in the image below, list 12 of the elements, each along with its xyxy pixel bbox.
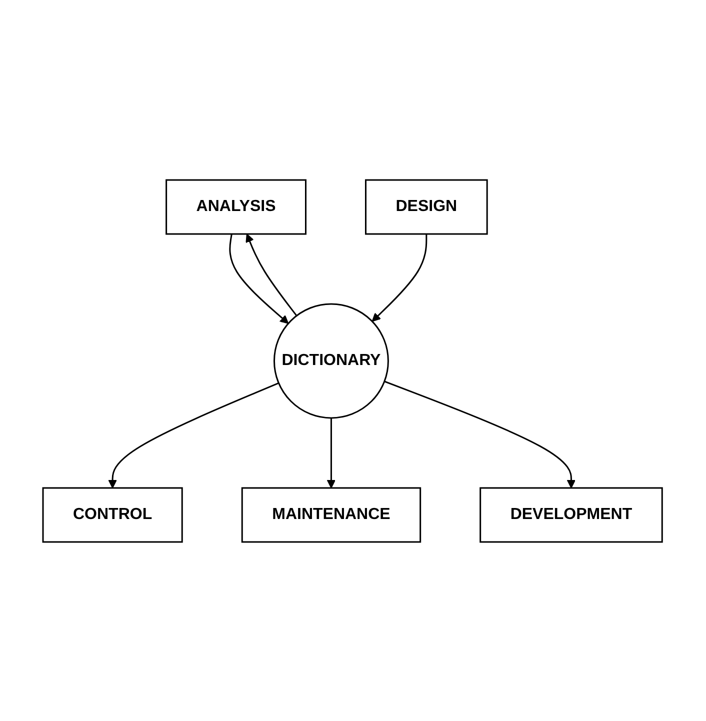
node-box: MAINTENANCE xyxy=(242,486,422,542)
arrow xyxy=(230,233,290,324)
node-box: DEVELOPMENT xyxy=(480,486,664,542)
arrow xyxy=(372,234,428,322)
arrow xyxy=(246,233,298,316)
node-box: ANALYSIS xyxy=(166,178,307,234)
node-box: CONTROL xyxy=(42,486,184,542)
arrow xyxy=(327,417,336,488)
arrow xyxy=(108,382,280,488)
node-circle: DICTIONARY xyxy=(274,302,390,418)
arrow xyxy=(384,380,576,488)
node-box: DESIGN xyxy=(365,178,488,234)
